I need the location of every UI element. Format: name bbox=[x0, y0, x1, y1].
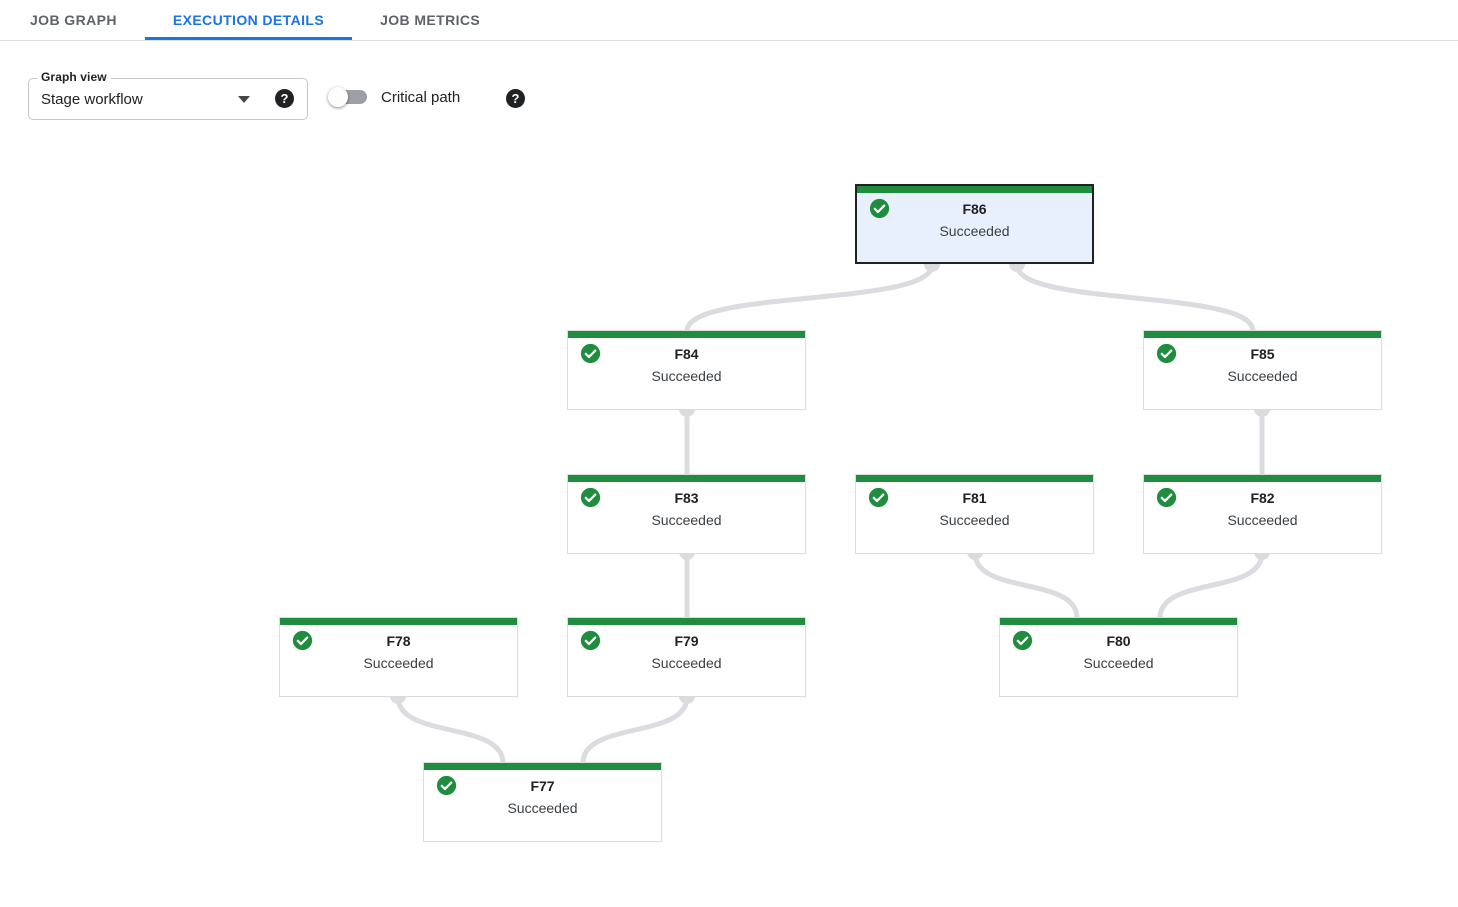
stage-node-f79[interactable]: F79 Succeeded bbox=[567, 617, 806, 697]
status-bar bbox=[1144, 331, 1381, 338]
status-bar bbox=[568, 618, 805, 625]
stage-node-f81[interactable]: F81 Succeeded bbox=[855, 474, 1094, 554]
status-bar bbox=[568, 331, 805, 338]
chevron-down-icon bbox=[238, 96, 250, 103]
critical-path-label: Critical path bbox=[381, 88, 461, 106]
status-bar bbox=[856, 475, 1093, 482]
stage-name: F85 bbox=[1250, 346, 1275, 362]
stage-name: F78 bbox=[386, 633, 411, 649]
stage-node-f77[interactable]: F77 Succeeded bbox=[423, 762, 662, 842]
graph-view-label: Graph view bbox=[37, 70, 111, 84]
stage-status: Succeeded bbox=[1227, 368, 1298, 384]
check-circle-icon bbox=[580, 343, 601, 364]
tab-job-metrics[interactable]: JOB METRICS bbox=[380, 12, 481, 28]
graph-view-selected-value: Stage workflow bbox=[41, 90, 143, 108]
tab-job-graph[interactable]: JOB GRAPH bbox=[30, 12, 117, 28]
check-circle-icon bbox=[1156, 343, 1177, 364]
check-circle-icon bbox=[868, 487, 889, 508]
status-bar bbox=[1144, 475, 1381, 482]
stage-node-f86[interactable]: F86 Succeeded bbox=[855, 184, 1094, 264]
status-bar bbox=[280, 618, 517, 625]
stage-status: Succeeded bbox=[939, 223, 1010, 239]
critical-path-help-icon[interactable]: ? bbox=[506, 89, 525, 108]
critical-path-toggle[interactable] bbox=[328, 87, 367, 107]
stage-status: Succeeded bbox=[1227, 512, 1298, 528]
stage-node-f80[interactable]: F80 Succeeded bbox=[999, 617, 1238, 697]
workflow-edge bbox=[395, 696, 506, 764]
stage-node-f84[interactable]: F84 Succeeded bbox=[567, 330, 806, 410]
status-bar bbox=[857, 186, 1092, 193]
stage-name: F81 bbox=[962, 490, 987, 506]
check-circle-icon bbox=[292, 630, 313, 651]
stage-node-f85[interactable]: F85 Succeeded bbox=[1143, 330, 1382, 410]
stage-name: F83 bbox=[674, 490, 699, 506]
stage-status: Succeeded bbox=[1083, 655, 1154, 671]
stage-name: F82 bbox=[1250, 490, 1275, 506]
tab-execution-details[interactable]: EXECUTION DETAILS bbox=[144, 0, 353, 40]
workflow-edge bbox=[580, 696, 690, 764]
check-circle-icon bbox=[869, 198, 890, 219]
status-bar bbox=[1000, 618, 1237, 625]
status-bar bbox=[424, 763, 661, 770]
stage-node-f78[interactable]: F78 Succeeded bbox=[279, 617, 518, 697]
stage-status: Succeeded bbox=[651, 655, 722, 671]
stage-status: Succeeded bbox=[651, 512, 722, 528]
stage-name: F80 bbox=[1106, 633, 1131, 649]
workflow-edge bbox=[1157, 552, 1265, 619]
check-circle-icon bbox=[1156, 487, 1177, 508]
stage-status: Succeeded bbox=[651, 368, 722, 384]
stage-name: F77 bbox=[530, 778, 555, 794]
workflow-edge bbox=[972, 552, 1080, 619]
status-bar bbox=[568, 475, 805, 482]
job-tabs: JOB GRAPH EXECUTION DETAILS JOB METRICS bbox=[0, 0, 1458, 41]
check-circle-icon bbox=[436, 775, 457, 796]
check-circle-icon bbox=[580, 487, 601, 508]
workflow-edge bbox=[1014, 264, 1256, 332]
stage-status: Succeeded bbox=[507, 800, 578, 816]
stage-node-f83[interactable]: F83 Succeeded bbox=[567, 474, 806, 554]
stage-name: F84 bbox=[674, 346, 699, 362]
stage-status: Succeeded bbox=[363, 655, 434, 671]
check-circle-icon bbox=[580, 630, 601, 651]
graph-view-dropdown[interactable]: Graph view Stage workflow ? bbox=[28, 70, 308, 120]
stage-node-f82[interactable]: F82 Succeeded bbox=[1143, 474, 1382, 554]
stage-name: F79 bbox=[674, 633, 699, 649]
critical-path-control: Critical path bbox=[328, 86, 461, 108]
stage-name: F86 bbox=[962, 201, 987, 217]
toggle-knob bbox=[328, 87, 348, 107]
check-circle-icon bbox=[1012, 630, 1033, 651]
workflow-edge bbox=[684, 264, 935, 332]
stage-status: Succeeded bbox=[939, 512, 1010, 528]
graph-view-help-icon[interactable]: ? bbox=[275, 89, 294, 108]
